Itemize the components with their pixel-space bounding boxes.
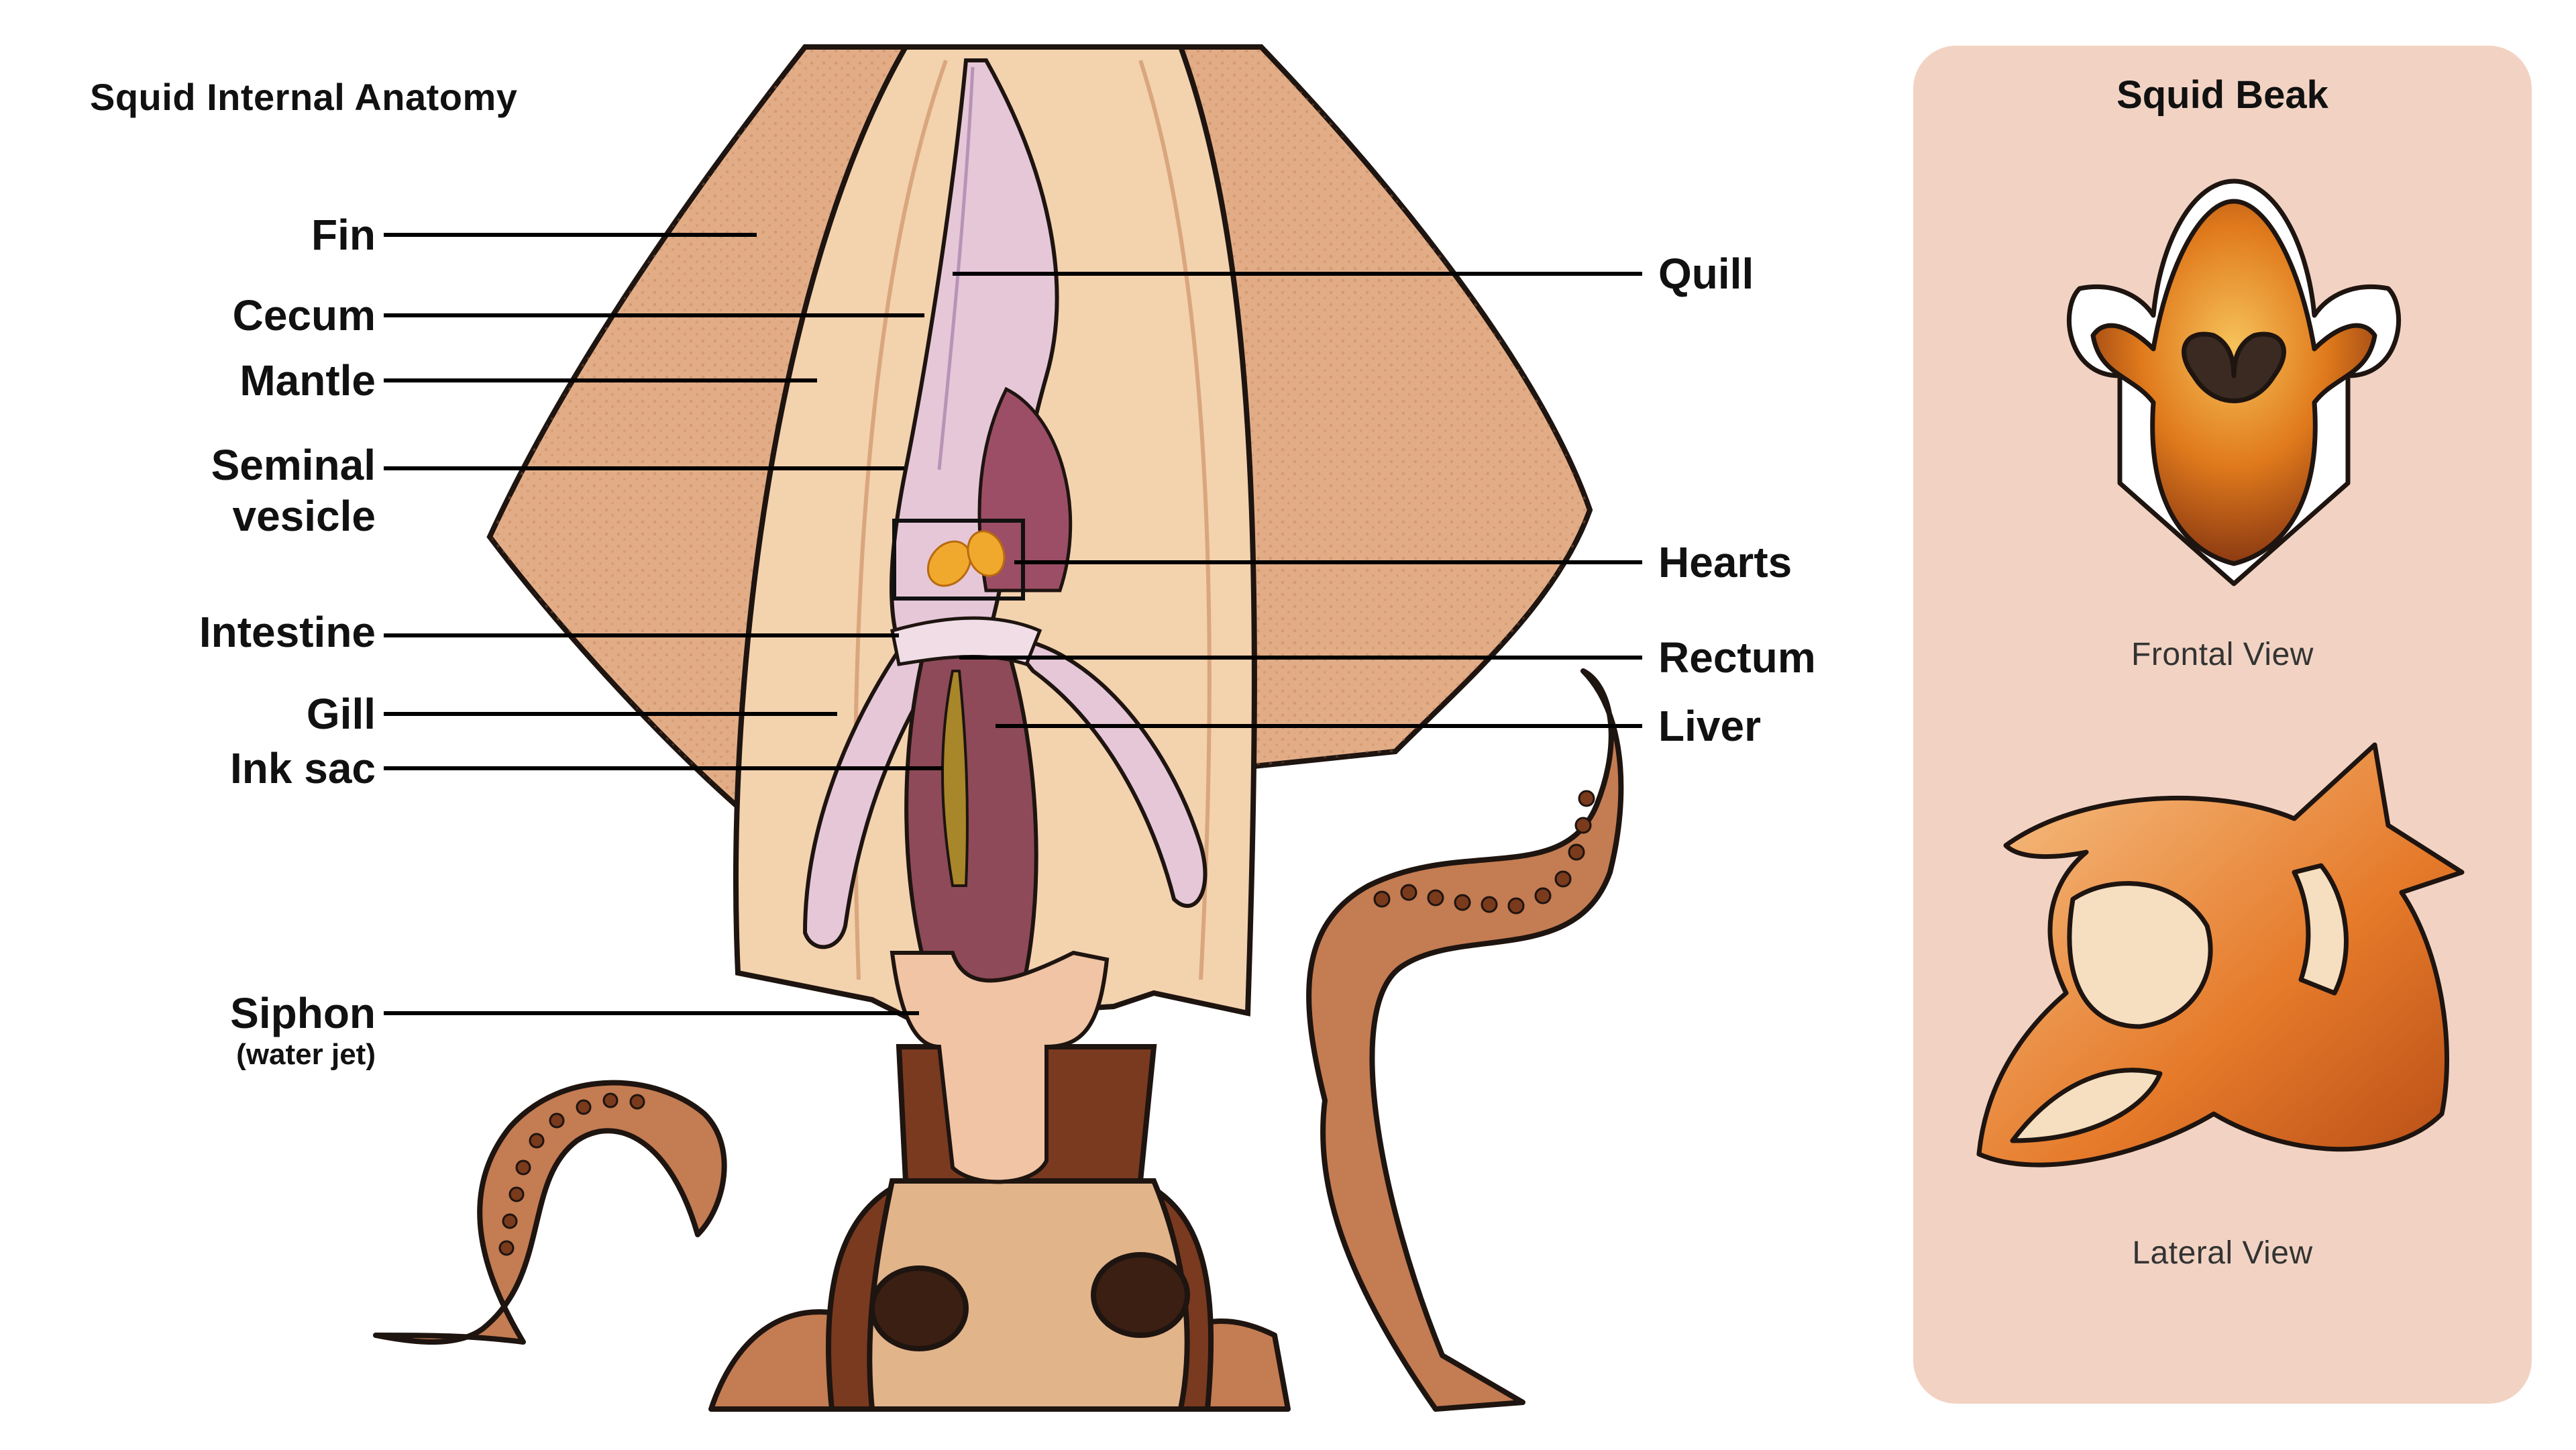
beak-panel-title: Squid Beak	[1913, 72, 2532, 117]
label-siphon-sub: (water jet)	[27, 1037, 376, 1072]
label-liver: Liver	[1658, 701, 1761, 752]
label-ink-sac: Ink sac	[27, 743, 376, 794]
label-fin: Fin	[27, 209, 376, 260]
label-seminal-vesicle-line1: Seminal	[27, 439, 376, 490]
label-seminal-vesicle-line2: vesicle	[27, 490, 376, 541]
liver-shape	[906, 644, 1036, 1000]
label-cecum: Cecum	[27, 290, 376, 341]
label-mantle: Mantle	[27, 355, 376, 406]
lateral-view-label: Lateral View	[1913, 1235, 2532, 1272]
diagram-title: Squid Internal Anatomy	[90, 75, 517, 119]
label-intestine: Intestine	[27, 607, 376, 658]
label-gill: Gill	[27, 688, 376, 739]
frontal-view-label: Frontal View	[1913, 636, 2532, 673]
label-quill: Quill	[1658, 248, 1754, 299]
label-rectum: Rectum	[1658, 632, 1816, 683]
label-siphon: Siphon	[27, 988, 376, 1039]
label-hearts: Hearts	[1658, 537, 1792, 588]
right-tentacle	[1309, 671, 1621, 1409]
